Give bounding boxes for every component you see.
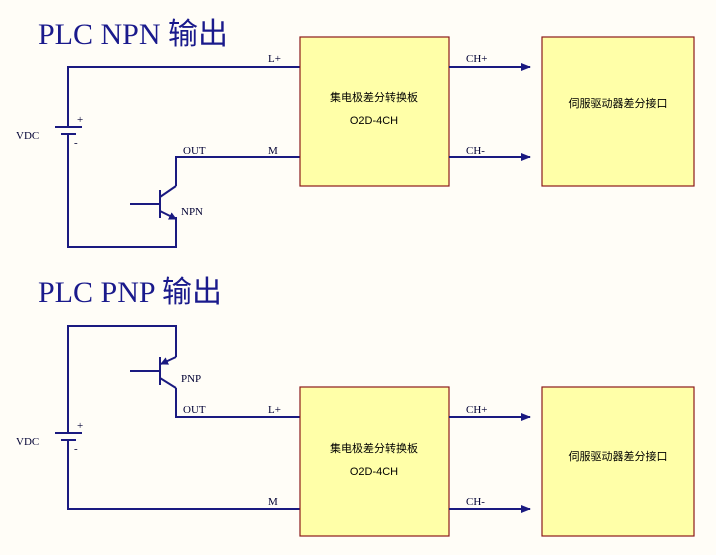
pnp-emitter-leg — [160, 356, 177, 365]
npn-minus-label: - — [74, 137, 78, 149]
pnp-plus-label: + — [77, 420, 83, 432]
npn-servo-interface — [541, 36, 695, 187]
npn-chplus-label: CH+ — [466, 53, 487, 65]
npn-section: PLC NPN 输出 VDC + - NPN OUT L+ M 集电极差分转换板… — [16, 18, 695, 248]
npn-vdc-label: VDC — [16, 130, 39, 142]
pnp-transistor-label: PNP — [181, 373, 201, 385]
pnp-converter-board — [299, 386, 450, 537]
npn-title: PLC NPN 输出 — [38, 18, 228, 51]
pnp-vdc-label: VDC — [16, 436, 39, 448]
npn-converter-board — [299, 36, 450, 187]
pnp-servo-label: 伺服驱动器差分接口 — [569, 449, 668, 463]
pnp-chplus-label: CH+ — [466, 404, 487, 416]
npn-collector-leg — [159, 185, 177, 198]
pnp-section: PLC PNP 输出 VDC + - PNP OUT L+ M 集电极差分转换板… — [16, 276, 695, 537]
pnp-title: PLC PNP 输出 — [38, 276, 222, 309]
pnp-collector-leg — [159, 377, 177, 389]
npn-lplus-label: L+ — [268, 53, 281, 65]
npn-ground-wire — [67, 134, 177, 248]
pnp-m-label: M — [268, 496, 278, 508]
pnp-out-label: OUT — [183, 404, 206, 416]
npn-out-wire — [175, 156, 300, 186]
npn-transistor-label: NPN — [181, 206, 203, 218]
pnp-minus-label: - — [74, 443, 78, 455]
npn-lplus-wire — [67, 66, 300, 127]
pnp-servo-interface — [541, 386, 695, 537]
npn-m-label: M — [268, 145, 278, 157]
npn-out-label: OUT — [183, 145, 206, 157]
pnp-supply-wire — [67, 325, 177, 433]
npn-emitter-leg — [159, 210, 177, 220]
npn-board-model: O2D-4CH — [350, 115, 398, 127]
npn-servo-label: 伺服驱动器差分接口 — [569, 96, 668, 110]
pnp-lplus-label: L+ — [268, 404, 281, 416]
npn-board-name: 集电极差分转换板 — [330, 90, 418, 104]
pnp-chminus-label: CH- — [466, 496, 485, 508]
pnp-board-name: 集电极差分转换板 — [330, 441, 418, 455]
pnp-m-wire — [67, 440, 300, 510]
npn-chminus-label: CH- — [466, 145, 485, 157]
npn-plus-label: + — [77, 114, 83, 126]
pnp-out-wire — [175, 388, 300, 418]
pnp-board-model: O2D-4CH — [350, 466, 398, 478]
